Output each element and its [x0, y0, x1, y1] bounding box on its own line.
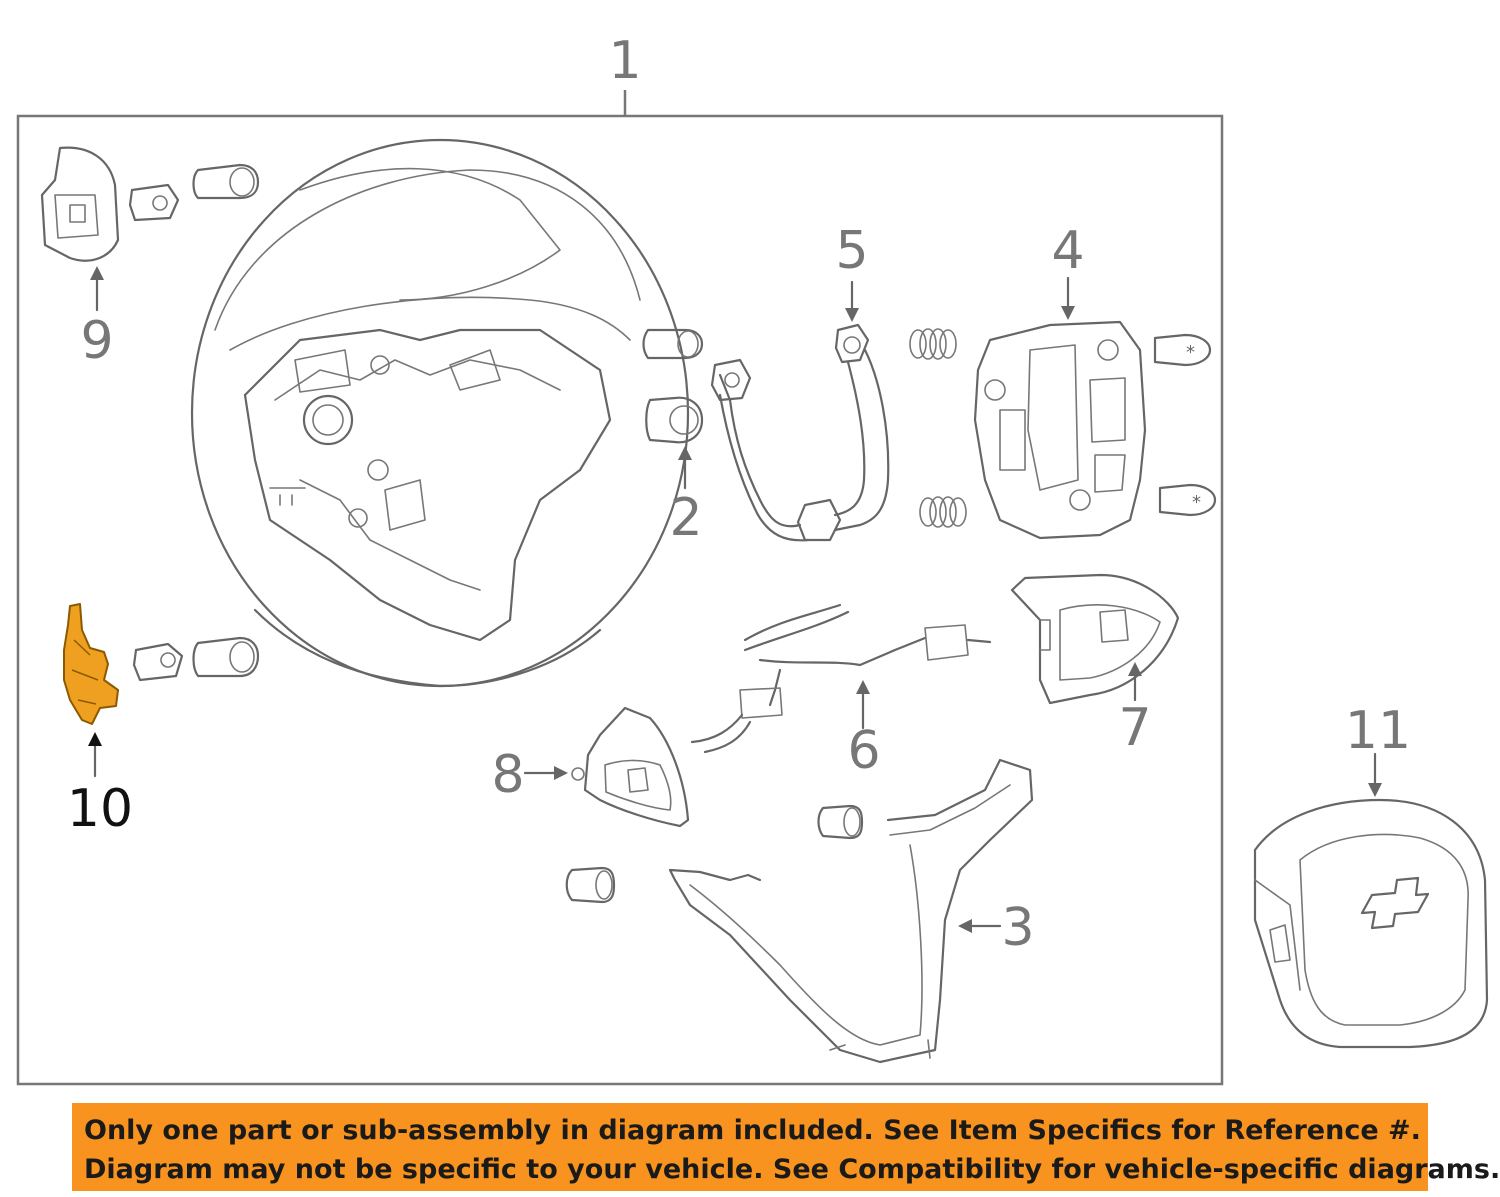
part-11-airbag: [1253, 752, 1489, 1049]
callout-7: 7: [1118, 698, 1151, 758]
notice-line-2: Diagram may not be specific to your vehi…: [84, 1154, 1500, 1185]
part-3-bezel: [565, 758, 1034, 1064]
callout-6: 6: [847, 721, 880, 781]
svg-text:*: *: [1192, 492, 1201, 513]
callout-1: 1: [608, 31, 641, 91]
callout-2: 2: [669, 488, 702, 548]
part-6-harness: [690, 603, 992, 754]
callout-8: 8: [491, 745, 524, 805]
notice-banner: Only one part or sub-assembly in diagram…: [72, 1103, 1500, 1191]
part-5-harness: [710, 280, 890, 542]
assembly-frame: [16, 114, 1224, 1086]
steering-wheel: [190, 138, 690, 688]
part-10-paddle: [63, 603, 260, 778]
callout-4: 4: [1051, 221, 1084, 281]
part-9-paddle: [40, 146, 260, 312]
svg-text:*: *: [1186, 342, 1195, 363]
callout-9: 9: [80, 311, 113, 371]
callout-11: 11: [1345, 701, 1411, 761]
part-8-switch: [523, 706, 690, 828]
part-2-screws: [642, 328, 704, 490]
notice-line-1: Only one part or sub-assembly in diagram…: [84, 1115, 1421, 1146]
part-7-switch: [1010, 573, 1180, 705]
springs: [909, 328, 967, 528]
part-4-module: * *: [973, 276, 1217, 540]
callout-5: 5: [835, 221, 868, 281]
callout-3: 3: [1001, 898, 1034, 958]
callout-10: 10: [67, 779, 133, 839]
